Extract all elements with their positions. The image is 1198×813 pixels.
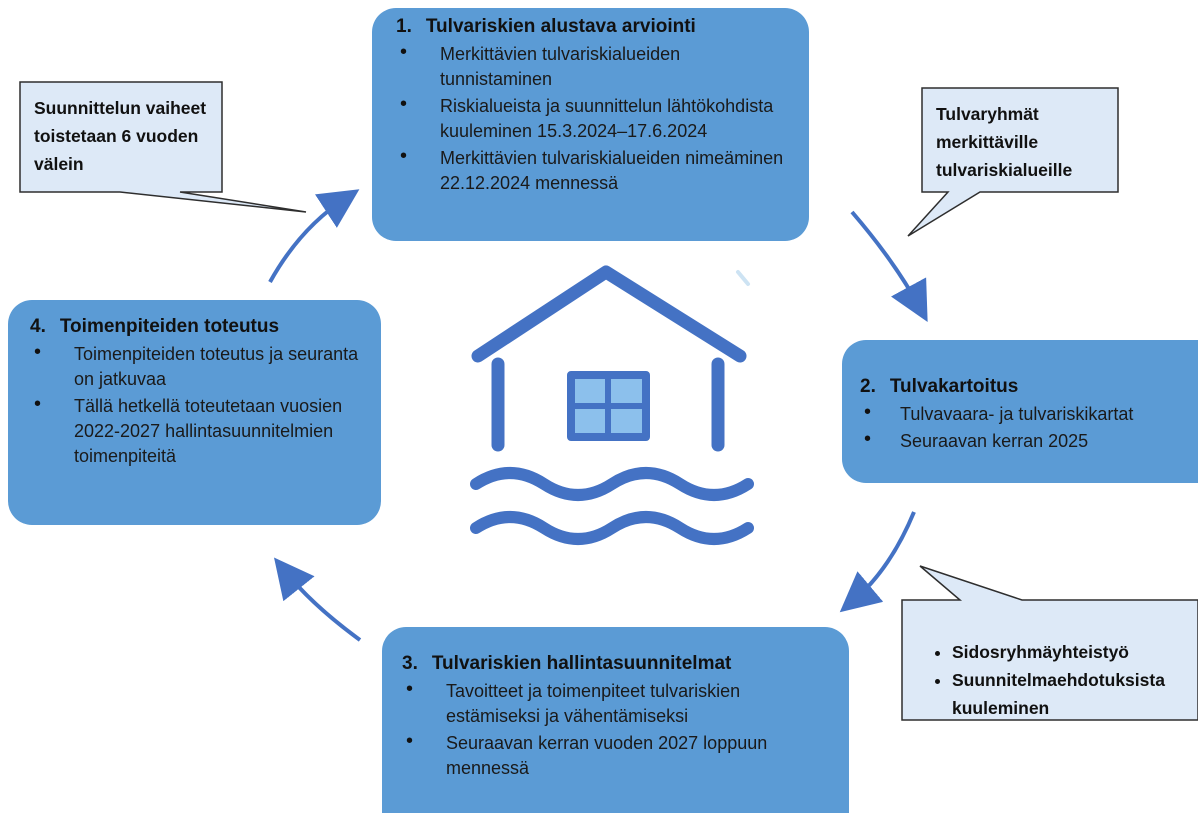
arrow-step4-to-step1 xyxy=(268,189,360,283)
step-3-bullets: Tavoitteet ja toimenpiteet tulvariskien … xyxy=(402,677,835,781)
step-1-title: Tulvariskien alustava arviointi xyxy=(425,16,696,37)
step-2-bullet: Seuraavan kerran 2025 xyxy=(860,427,1188,454)
step-2-title: Tulvakartoitus xyxy=(889,376,1019,397)
step-4-bullets: Toimenpiteiden toteutus ja seuranta on j… xyxy=(30,340,369,469)
step-3-heading: 3. Tulvariskien hallintasuunnitelmat xyxy=(402,653,835,675)
step-1-bullet: Merkittävien tulvariskialueiden nimeämin… xyxy=(396,144,795,196)
callout-cycle-text: Suunnittelun vaiheet toistetaan 6 vuoden… xyxy=(34,98,207,174)
step-1-number: 1. xyxy=(396,16,412,37)
step-1-heading: 1. Tulvariskien alustava arviointi xyxy=(396,16,795,38)
step-4-bullet: Toimenpiteiden toteutus ja seuranta on j… xyxy=(30,340,369,392)
callout-stakeholders-text: Sidosryhmäyhteistyö Suunnitelmaehdotuksi… xyxy=(912,620,1192,739)
step-2-heading: 2. Tulvakartoitus xyxy=(860,376,1188,398)
step-4-box: 4. Toimenpiteiden toteutus Toimenpiteide… xyxy=(8,300,381,525)
step-1-bullets: Merkittävien tulvariskialueiden tunnista… xyxy=(396,40,795,196)
step-3-title: Tulvariskien hallintasuunnitelmat xyxy=(431,653,732,674)
callout-stakeholders-item: Suunnitelmaehdotuksista kuuleminen xyxy=(952,666,1192,722)
step-4-bullet: Tällä hetkellä toteutetaan vuosien 2022-… xyxy=(30,392,369,469)
flooded-house-icon xyxy=(470,265,754,545)
arrow-step2-to-step3 xyxy=(839,511,916,613)
step-1-bullet: Riskialueista ja suunnittelun lähtökohdi… xyxy=(396,92,795,144)
step-2-number: 2. xyxy=(860,376,876,397)
step-1-bullet: Merkittävien tulvariskialueiden tunnista… xyxy=(396,40,795,92)
callout-groups-shape xyxy=(907,87,1119,237)
step-4-number: 4. xyxy=(30,316,46,337)
callout-stakeholders-item: Sidosryhmäyhteistyö xyxy=(952,638,1192,666)
step-3-bullet: Tavoitteet ja toimenpiteet tulvariskien … xyxy=(402,677,835,729)
callout-groups-text: Tulvaryhmät merkittäville tulvariskialue… xyxy=(936,104,1073,180)
step-2-bullet: Tulvavaara- ja tulvariskikartat xyxy=(860,400,1188,427)
callout-cycle-shape xyxy=(19,81,307,213)
arrow-step1-to-step2 xyxy=(850,210,928,323)
step-3-bullet: Seuraavan kerran vuoden 2027 loppuun men… xyxy=(402,729,835,781)
step-3-number: 3. xyxy=(402,653,418,674)
step-4-heading: 4. Toimenpiteiden toteutus xyxy=(30,316,369,338)
step-4-title: Toimenpiteiden toteutus xyxy=(59,316,280,337)
arrow-step3-to-step4 xyxy=(274,557,362,642)
step-2-box: 2. Tulvakartoitus Tulvavaara- ja tulvari… xyxy=(842,340,1198,483)
callout-stakeholders-shape xyxy=(901,565,1198,721)
step-3-box: 3. Tulvariskien hallintasuunnitelmat Tav… xyxy=(382,627,849,813)
step-2-bullets: Tulvavaara- ja tulvariskikartat Seuraava… xyxy=(860,400,1188,454)
step-1-box: 1. Tulvariskien alustava arviointi Merki… xyxy=(372,8,809,241)
